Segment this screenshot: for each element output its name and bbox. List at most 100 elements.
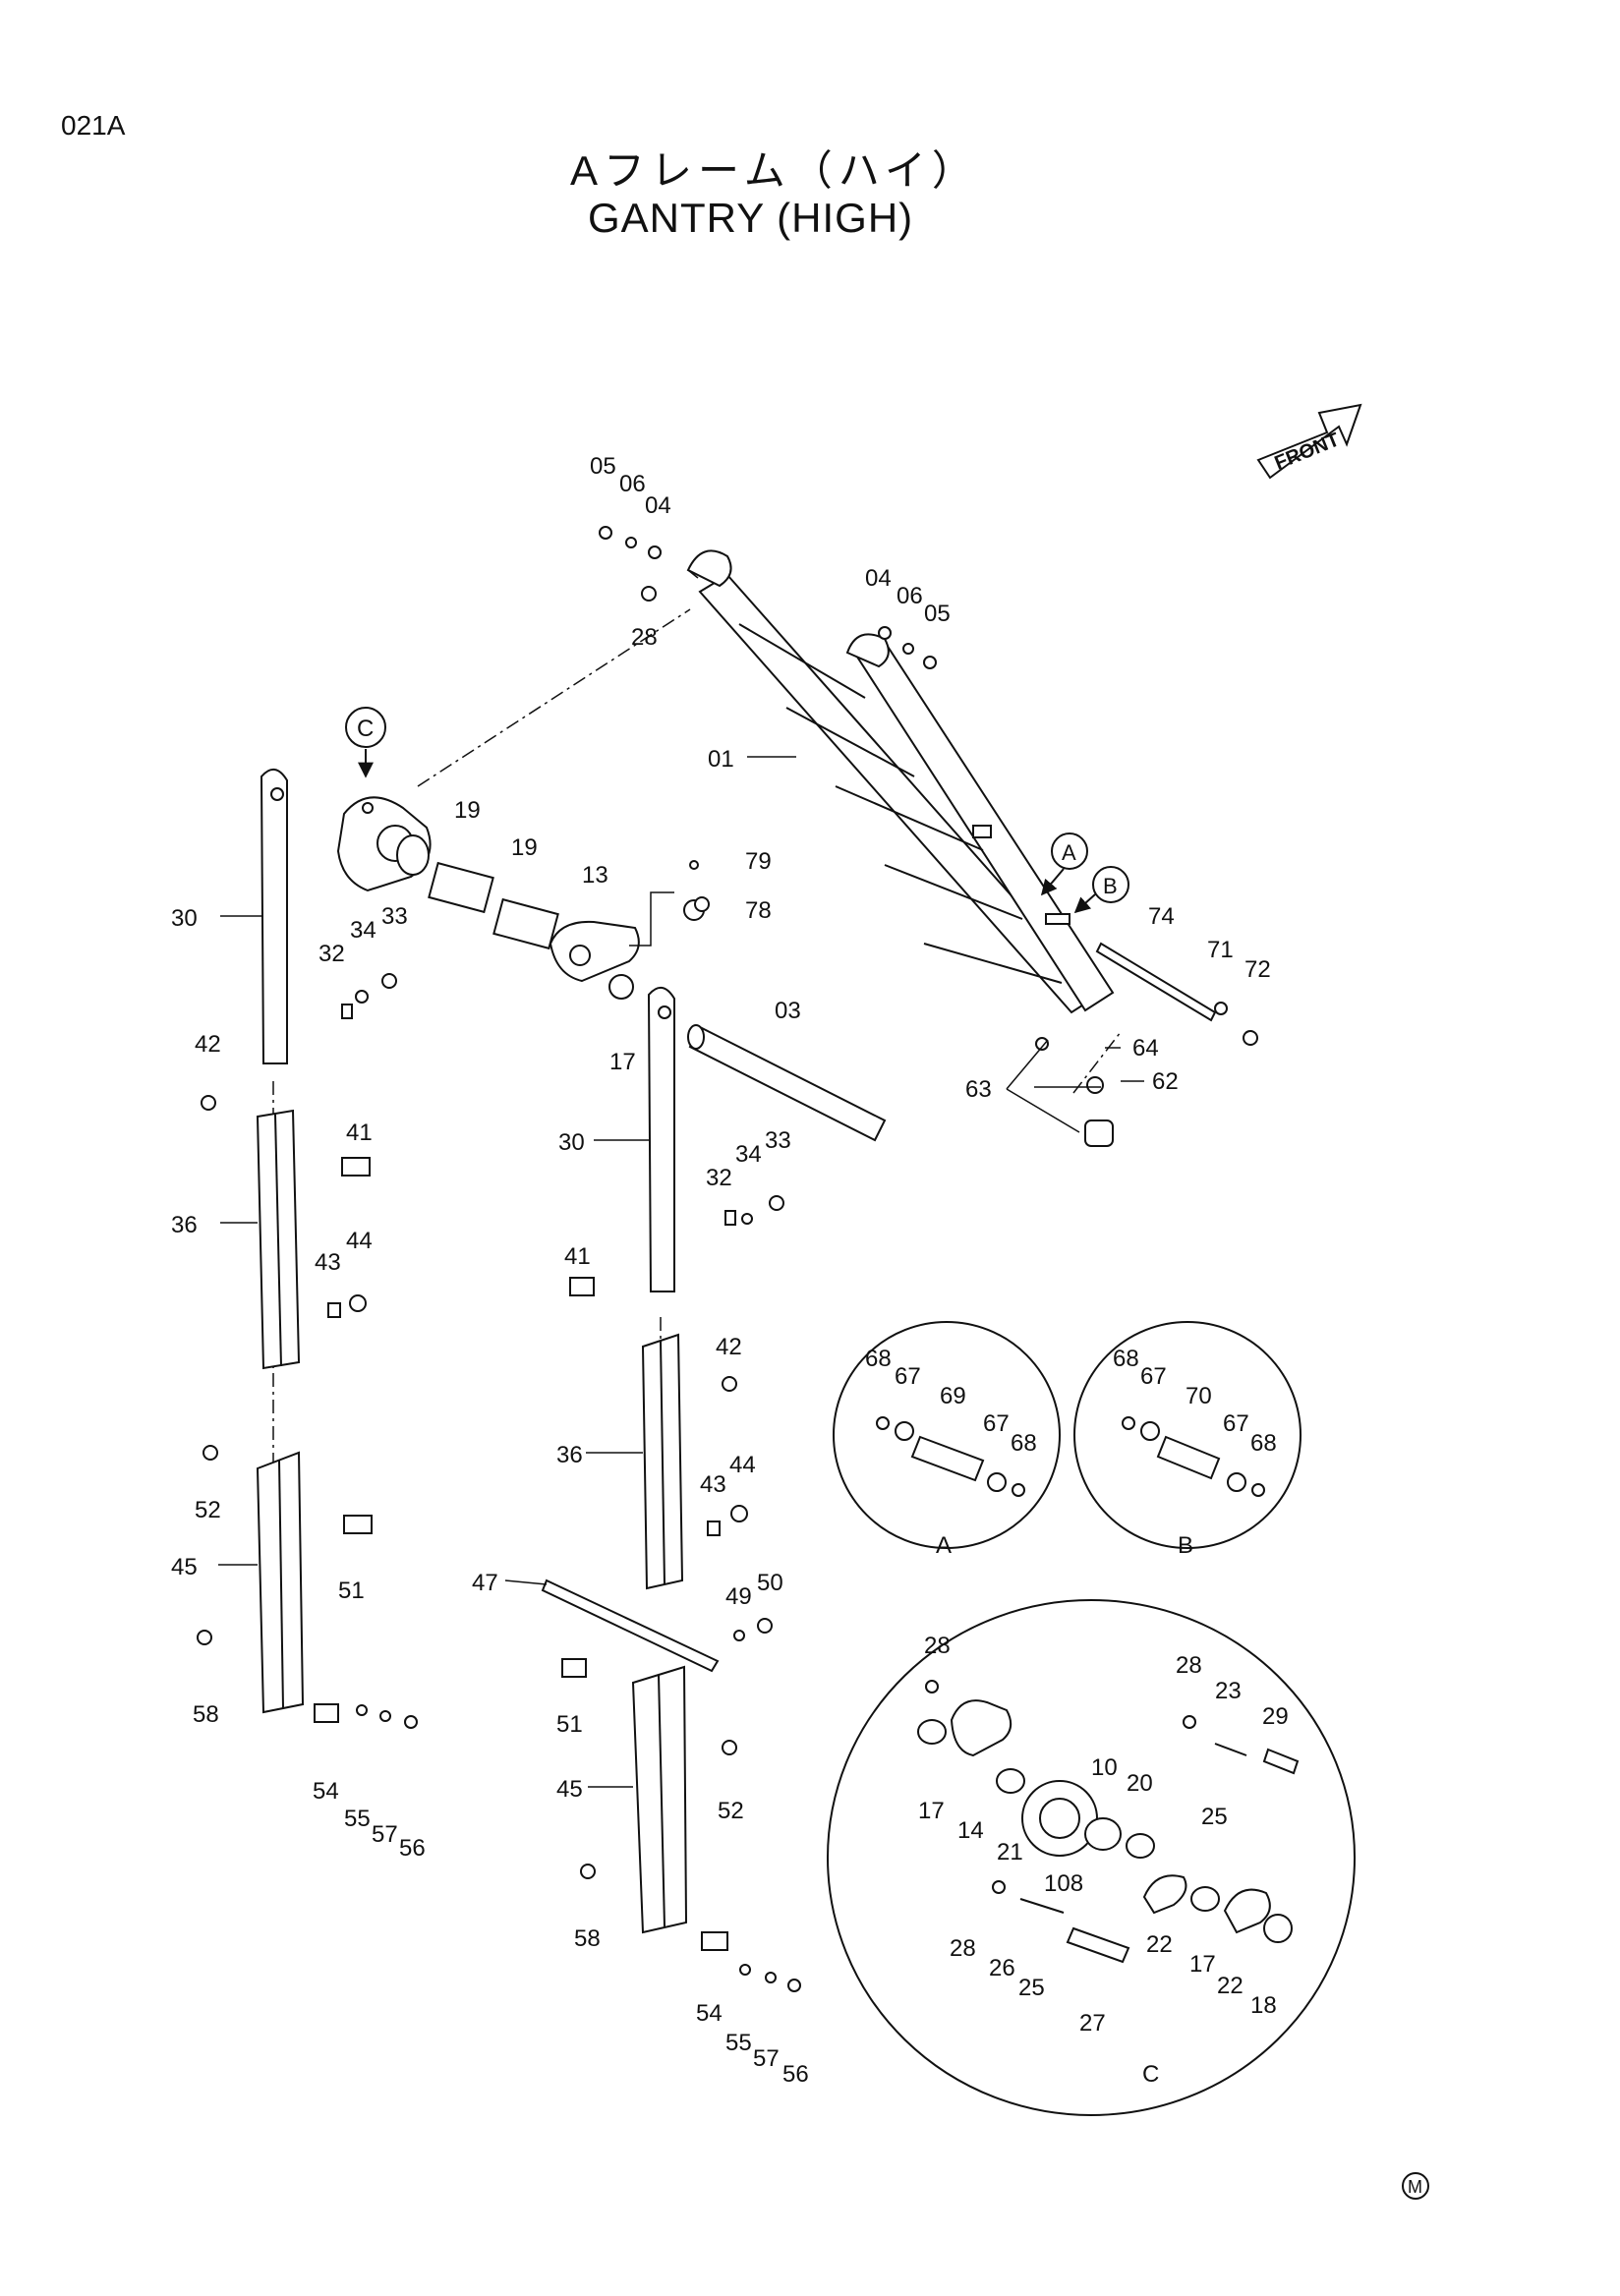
- front-arrow-icon: FRONT: [1256, 403, 1362, 480]
- part-label-19a: 19: [454, 797, 481, 824]
- part-label-05b: 05: [924, 601, 951, 627]
- part-label-56a: 56: [399, 1835, 426, 1862]
- part-label-57a: 57: [372, 1821, 398, 1848]
- part-label-04: 04: [645, 492, 671, 519]
- part-label-69: 69: [940, 1383, 966, 1409]
- part-label-62: 62: [1152, 1068, 1179, 1095]
- part-label-52b: 52: [718, 1798, 744, 1824]
- part-label-36a: 36: [171, 1212, 198, 1238]
- part-label-05: 05: [590, 453, 616, 480]
- svg-text:C: C: [357, 716, 374, 742]
- part-label-58a: 58: [193, 1701, 219, 1728]
- part-label-28c2: 28: [1176, 1652, 1202, 1679]
- part-label-25c1: 25: [1201, 1804, 1228, 1830]
- part-label-42a: 42: [195, 1031, 221, 1058]
- part-label-67a: 67: [895, 1363, 921, 1390]
- part-label-33a: 33: [381, 903, 408, 930]
- part-labels: 05 06 04 28 04 06 05 01 19 19 13 79 78 1…: [171, 453, 1289, 2088]
- part-label-108: 108: [1044, 1870, 1083, 1897]
- part-label-32a: 32: [318, 941, 345, 967]
- svg-text:M: M: [1408, 2177, 1422, 2197]
- link-30-right: [647, 987, 675, 1292]
- part-label-32b: 32: [706, 1165, 732, 1191]
- part-label-74: 74: [1148, 903, 1175, 930]
- bushings-19: [428, 861, 559, 950]
- part-label-55b: 55: [725, 2030, 752, 2056]
- detail-b: B: [1073, 1321, 1302, 1559]
- part-label-51a: 51: [338, 1578, 365, 1604]
- part-label-28: 28: [631, 624, 658, 651]
- callout-b: B: [1073, 866, 1129, 914]
- part-label-17c2: 17: [1189, 1951, 1216, 1978]
- part-label-56b: 56: [782, 2061, 809, 2088]
- part-label-22b: 22: [1217, 1973, 1244, 1999]
- part-label-14: 14: [957, 1817, 984, 1844]
- part-label-28c3: 28: [950, 1935, 976, 1962]
- part-label-41b: 41: [564, 1243, 591, 1270]
- hardware: [197, 526, 1258, 1992]
- part-label-28c1: 28: [924, 1633, 951, 1659]
- part-label-67b: 67: [1140, 1363, 1167, 1390]
- column-36-left: [256, 1109, 301, 1370]
- column-36-right: [641, 1333, 684, 1590]
- part-label-33b: 33: [765, 1127, 791, 1154]
- part-label-30b: 30: [558, 1129, 585, 1156]
- part-label-51b: 51: [556, 1711, 583, 1738]
- part-label-49: 49: [725, 1583, 752, 1610]
- part-label-17c1: 17: [918, 1798, 945, 1824]
- front-label: FRONT: [1272, 429, 1343, 474]
- svg-text:A: A: [936, 1532, 952, 1559]
- part-label-21: 21: [997, 1839, 1023, 1866]
- part-label-01: 01: [708, 746, 734, 773]
- part-label-54b: 54: [696, 2000, 723, 2027]
- part-label-68a: 68: [865, 1346, 892, 1372]
- part-label-47: 47: [472, 1570, 498, 1596]
- sheave-assembly-c: [336, 796, 432, 892]
- part-label-58b: 58: [574, 1925, 601, 1952]
- svg-text:B: B: [1103, 874, 1118, 898]
- part-label-72: 72: [1244, 956, 1271, 983]
- part-label-06b: 06: [897, 583, 923, 609]
- part-label-43b: 43: [700, 1471, 726, 1498]
- part-label-67a2: 67: [983, 1410, 1010, 1437]
- part-label-64: 64: [1132, 1035, 1159, 1062]
- part-label-68b2: 68: [1250, 1430, 1277, 1457]
- part-label-70: 70: [1186, 1383, 1212, 1409]
- part-label-67b2: 67: [1223, 1410, 1249, 1437]
- part-label-41a: 41: [346, 1119, 373, 1146]
- detail-c: C: [827, 1599, 1356, 2116]
- part-label-20: 20: [1127, 1770, 1153, 1797]
- bar-47: [541, 1578, 720, 1673]
- page-code: 021A: [61, 110, 126, 141]
- part-label-68a2: 68: [1011, 1430, 1037, 1457]
- callout-a: A: [1040, 832, 1088, 896]
- part-label-45a: 45: [171, 1554, 198, 1580]
- part-label-34b: 34: [735, 1141, 762, 1168]
- part-label-17: 17: [609, 1049, 636, 1075]
- part-label-26: 26: [989, 1955, 1015, 1981]
- gantry-frame: [686, 549, 1115, 1014]
- bracket-13: [549, 920, 640, 983]
- part-label-78: 78: [745, 897, 772, 924]
- part-label-79: 79: [745, 848, 772, 875]
- part-label-43a: 43: [315, 1249, 341, 1276]
- part-label-42b: 42: [716, 1334, 742, 1360]
- part-label-06: 06: [619, 471, 646, 497]
- m-mark-icon: M: [1402, 2172, 1429, 2200]
- part-label-29: 29: [1262, 1703, 1289, 1730]
- part-label-34a: 34: [350, 917, 376, 944]
- part-label-54a: 54: [313, 1778, 339, 1805]
- part-label-50: 50: [757, 1570, 783, 1596]
- part-label-57b: 57: [753, 2045, 780, 2072]
- part-label-03: 03: [775, 998, 801, 1024]
- part-label-19b: 19: [511, 834, 538, 861]
- part-label-30a: 30: [171, 905, 198, 932]
- part-label-04b: 04: [865, 565, 892, 592]
- title-japanese: Aフレーム（ハイ）: [570, 147, 979, 194]
- callout-c: C: [345, 707, 386, 778]
- part-label-45b: 45: [556, 1776, 583, 1803]
- link-30-left: [260, 769, 288, 1064]
- part-label-71: 71: [1207, 937, 1234, 963]
- part-label-25c2: 25: [1018, 1975, 1045, 2001]
